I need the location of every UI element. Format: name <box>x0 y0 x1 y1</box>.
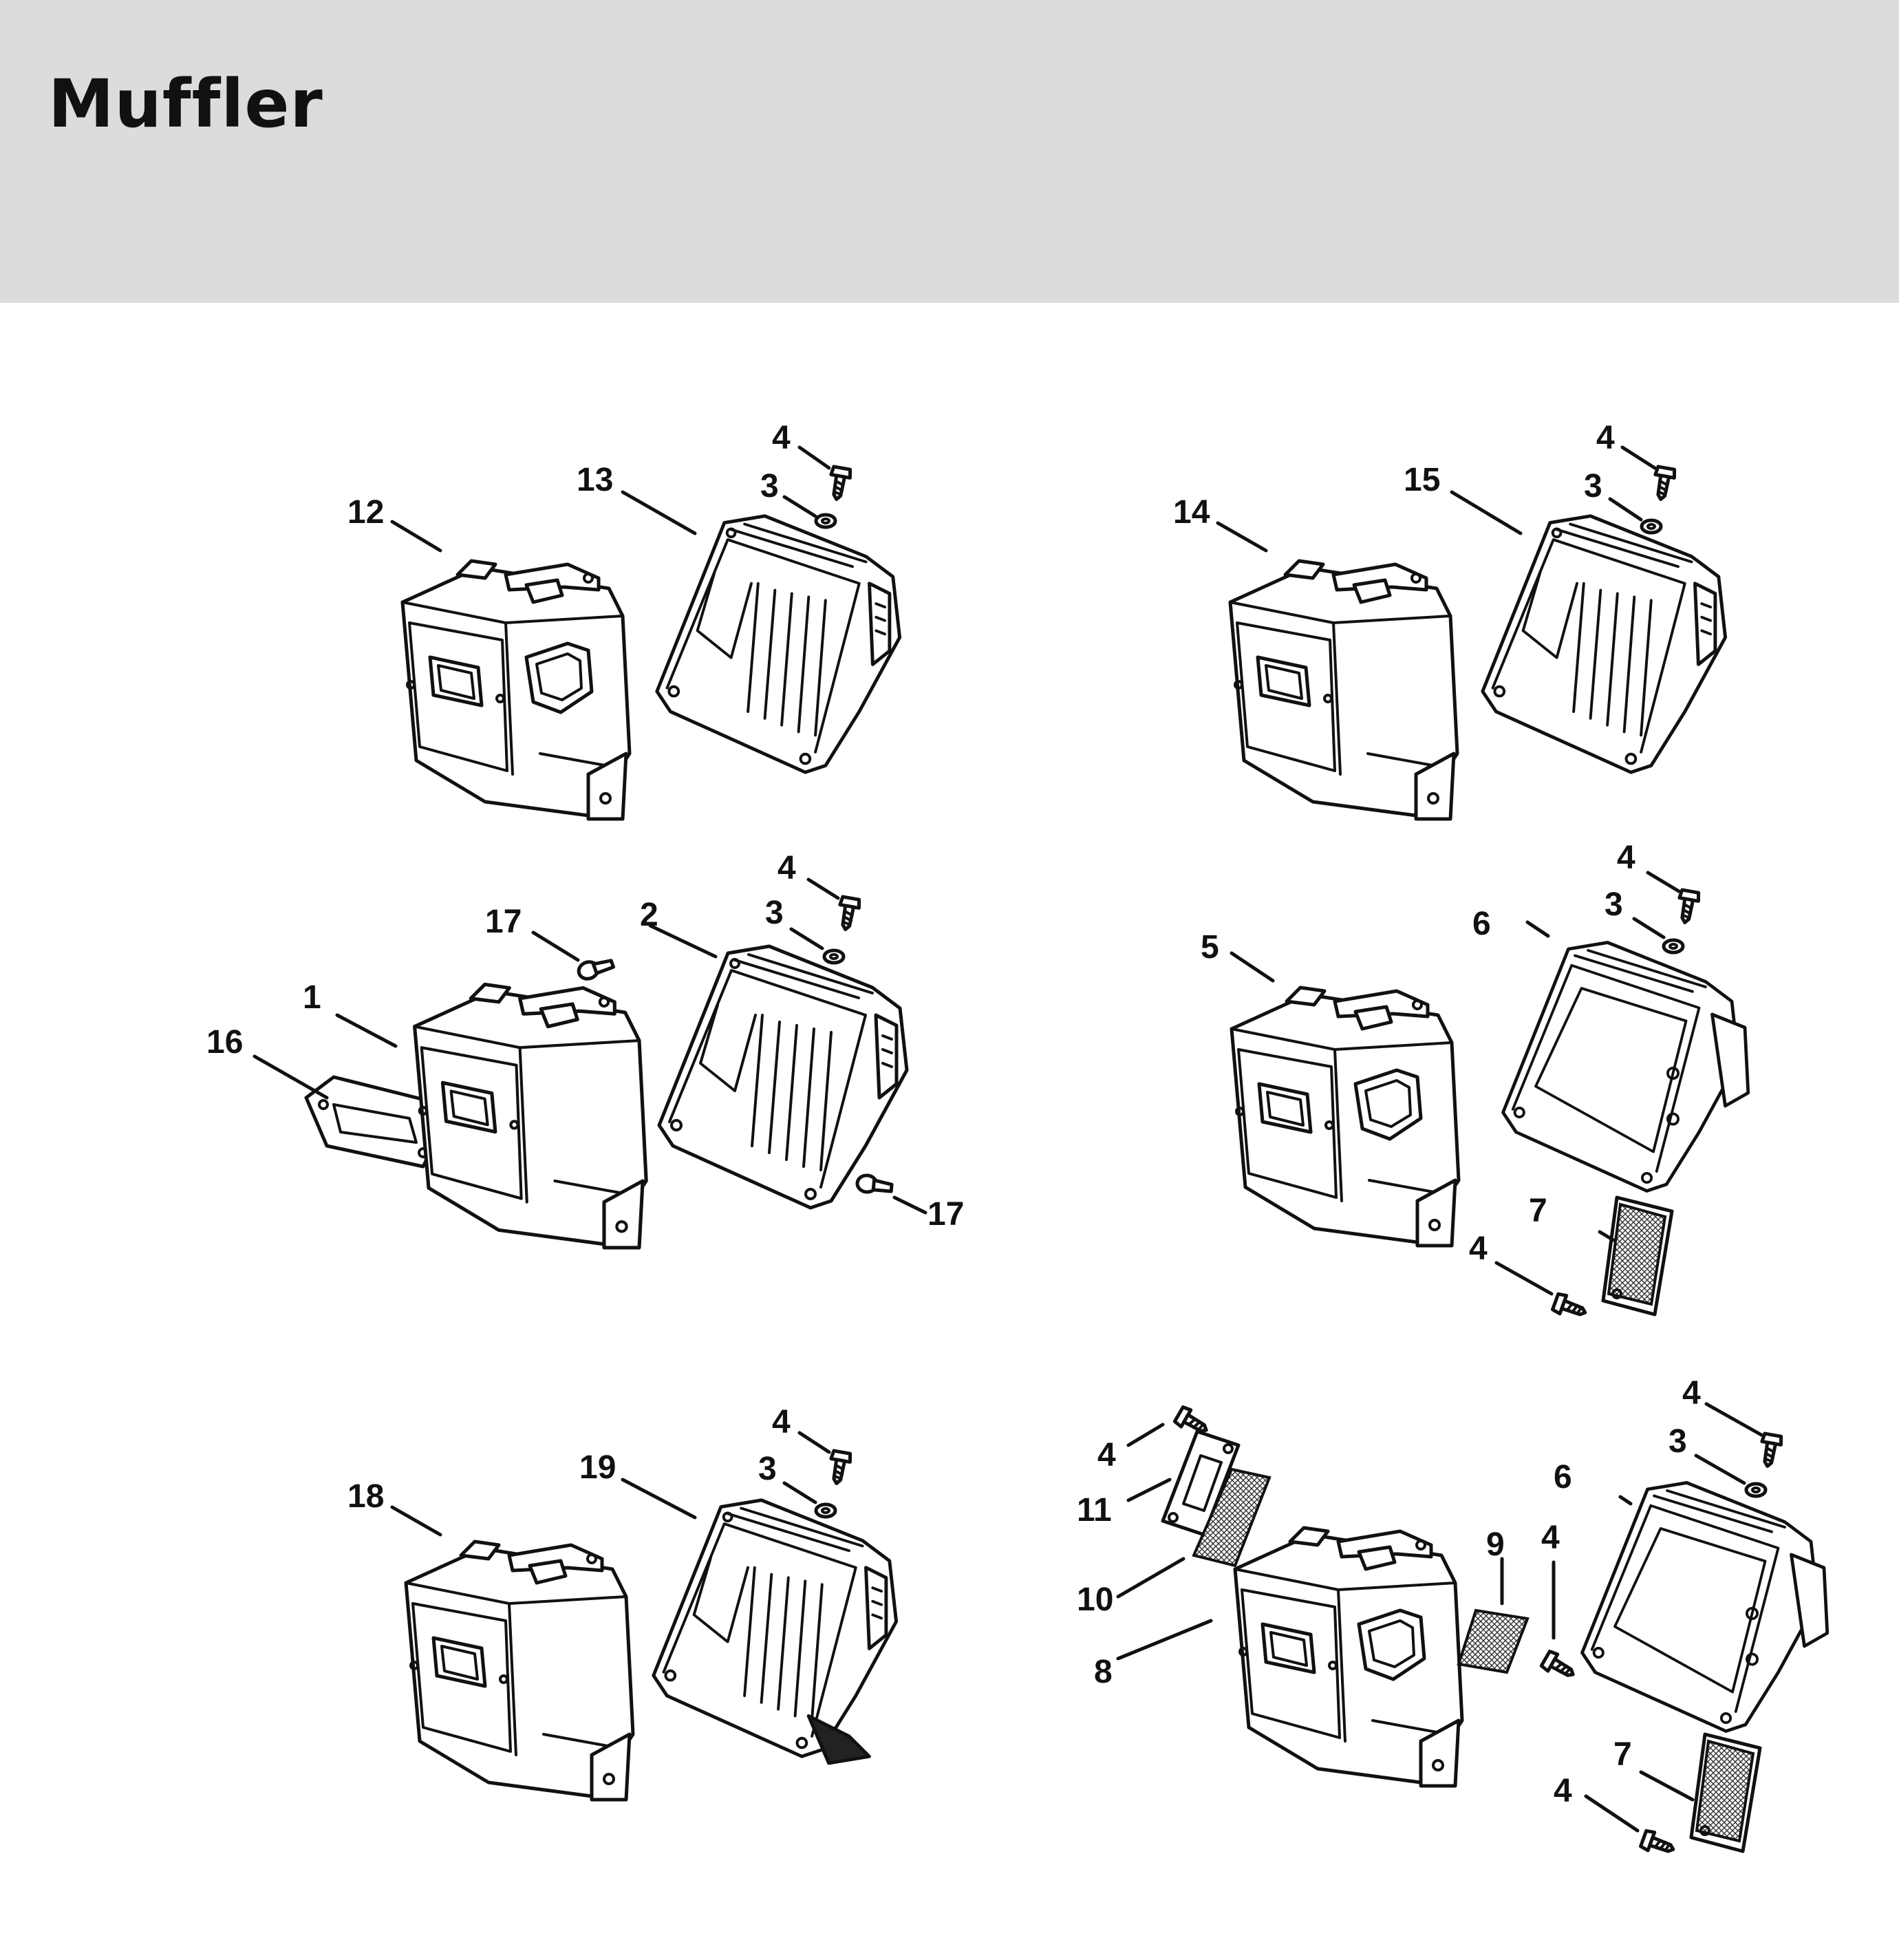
callout-label: 4 <box>1554 1773 1572 1809</box>
screw-4 <box>1675 890 1700 924</box>
callout-label: 4 <box>1682 1375 1701 1412</box>
muffler-shell-6 <box>1501 941 1750 1193</box>
washer-3 <box>1746 1484 1766 1496</box>
callout-label: 11 <box>1077 1492 1112 1528</box>
assembly-group-4: 5 6 4 3 7 4 <box>1201 840 1750 1321</box>
page-title: Muffler <box>48 65 323 142</box>
callout-label: 7 <box>1529 1193 1547 1229</box>
callout-label: 10 <box>1077 1581 1113 1618</box>
callout-label: 19 <box>579 1449 616 1486</box>
muffler-shell-6 <box>1580 1481 1830 1733</box>
header-banner: Muffler <box>0 0 1899 303</box>
assembly-group-1: 12 13 4 3 <box>347 420 900 819</box>
callout-label: 4 <box>1469 1231 1488 1267</box>
callout-label: 3 <box>765 895 784 931</box>
spark-arrest-screen-7 <box>1601 1195 1674 1317</box>
muffler-housing-12 <box>403 561 630 819</box>
callout-label: 16 <box>206 1024 243 1061</box>
callout-label: 4 <box>772 420 791 456</box>
callout-label: 2 <box>640 897 658 933</box>
callout-label: 5 <box>1201 929 1219 966</box>
bolt-17-bottom <box>857 1175 892 1194</box>
washer-3 <box>816 515 835 527</box>
gasket-16 <box>304 1075 442 1169</box>
callout-label: 12 <box>347 494 384 531</box>
assembly-group-6: 4 11 10 8 9 4 4 3 6 7 4 <box>1077 1375 1830 1858</box>
muffler-shell-13 <box>657 516 900 772</box>
callout-label: 3 <box>1584 468 1602 504</box>
screw-4-lower <box>1552 1292 1589 1321</box>
screw-4 <box>1758 1434 1783 1468</box>
muffler-shell-15 <box>1483 516 1726 772</box>
callout-label: 17 <box>927 1196 964 1233</box>
assembly-group-2: 14 15 4 3 <box>1173 420 1726 819</box>
spark-arrest-screen-10 <box>1192 1467 1272 1568</box>
callout-label: 17 <box>485 904 522 940</box>
callout-label: 4 <box>772 1404 791 1440</box>
callout-label: 6 <box>1472 906 1491 942</box>
callout-label: 1 <box>303 979 321 1016</box>
callout-label: 15 <box>1404 462 1440 498</box>
callout-label: 4 <box>1541 1520 1560 1556</box>
callout-label: 7 <box>1613 1736 1632 1773</box>
callout-label: 4 <box>777 850 796 886</box>
callout-label: 4 <box>1617 840 1635 876</box>
washer-3 <box>824 950 844 963</box>
screw-4 <box>836 897 861 931</box>
callout-label: 14 <box>1173 494 1210 531</box>
callout-label: 4 <box>1097 1437 1116 1473</box>
callout-label: 3 <box>758 1451 777 1487</box>
muffler-housing-18 <box>406 1542 633 1800</box>
muffler-housing-5 <box>1232 988 1459 1246</box>
spark-arrest-screen-7 <box>1689 1732 1762 1853</box>
screw-4-lower <box>1640 1829 1677 1858</box>
screw-4 <box>1651 467 1676 501</box>
muffler-housing-1 <box>415 984 647 1248</box>
muffler-shell-19 <box>654 1500 897 1765</box>
callout-label: 9 <box>1486 1526 1505 1563</box>
muffler-shell-2 <box>659 946 907 1208</box>
callout-label: 3 <box>760 468 779 504</box>
assembly-group-3: 17 2 4 3 1 16 17 <box>206 850 964 1248</box>
assembly-group-5: 18 19 4 3 <box>347 1404 897 1800</box>
callout-label: 4 <box>1596 420 1615 456</box>
callout-label: 13 <box>577 462 613 498</box>
callout-label: 3 <box>1605 886 1623 923</box>
callout-label: 8 <box>1094 1654 1113 1690</box>
muffler-housing-8 <box>1235 1528 1462 1786</box>
callout-label: 6 <box>1554 1459 1572 1495</box>
muffler-housing-14 <box>1230 561 1457 819</box>
screw-4 <box>827 467 852 501</box>
screw-4 <box>827 1451 852 1485</box>
screw-4-side <box>1541 1650 1578 1683</box>
washer-3 <box>1642 520 1661 533</box>
callout-label: 18 <box>347 1478 384 1515</box>
washer-3 <box>1664 940 1683 952</box>
washer-3 <box>816 1504 835 1517</box>
bolt-17-top <box>577 954 614 981</box>
spark-arrest-screen-9 <box>1457 1608 1530 1674</box>
callout-label: 3 <box>1669 1423 1687 1460</box>
